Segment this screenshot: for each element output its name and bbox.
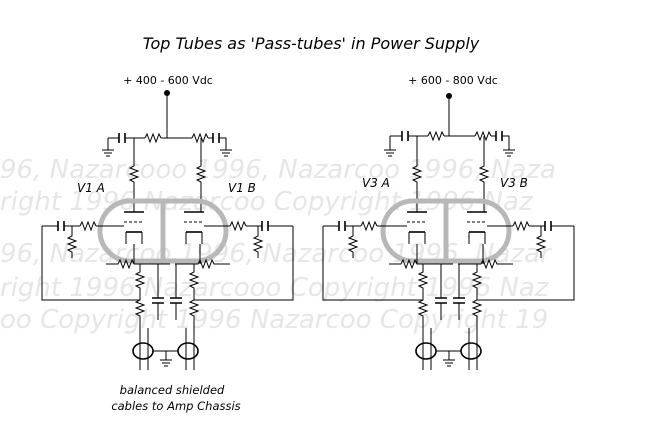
watermark-line-4: right 1996 Nazarcooo Copyright 1996 Naz (0, 273, 550, 303)
ground-output-right (443, 359, 455, 367)
coax-shield-right-r (460, 342, 482, 360)
supply-voltage-right: + 600 - 800 Vdc (408, 74, 498, 87)
resistor-top-left-r (427, 130, 445, 142)
ground-top-right (220, 149, 232, 157)
coax-shield-left-r (415, 342, 437, 360)
tube-label-v1a: V1 A (77, 181, 105, 195)
tube-label-v3a: V3 A (362, 176, 390, 190)
coax-shield-right (177, 342, 199, 360)
resistor-top-right-r (474, 130, 492, 142)
tube-label-v1b: V1 B (228, 181, 256, 195)
tube-envelope-v1 (97, 198, 229, 264)
ground-top-left-r (384, 149, 396, 157)
supply-voltage-left: + 400 - 600 Vdc (123, 74, 213, 87)
watermark-line-1: 96, Nazarcooo 1996, Nazarcoo 1996, Naza (0, 155, 556, 185)
capacitor-top-left (118, 133, 126, 143)
resistor-top-right (191, 132, 209, 144)
ground-top-left (102, 149, 114, 157)
tube-envelope-v3 (380, 198, 512, 264)
ground-top-right-r (503, 149, 515, 157)
cable-note-line-1: balanced shielded (120, 383, 225, 397)
diagram-title: Top Tubes as 'Pass-tubes' in Power Suppl… (143, 34, 480, 53)
left-pass-tube-circuit (41, 90, 294, 370)
watermark-line-5: oo Copyright 1996 Nazarcoo Copyright 19 (0, 305, 548, 335)
tube-label-v3b: V3 B (500, 176, 528, 190)
resistor-top-left (144, 132, 162, 144)
right-pass-tube-circuit (322, 93, 575, 370)
ground-output-left (160, 359, 172, 367)
capacitor-top-right (212, 133, 220, 143)
coax-shield-left (132, 342, 154, 360)
cable-note-line-2: cables to Amp Chassis (111, 399, 240, 413)
